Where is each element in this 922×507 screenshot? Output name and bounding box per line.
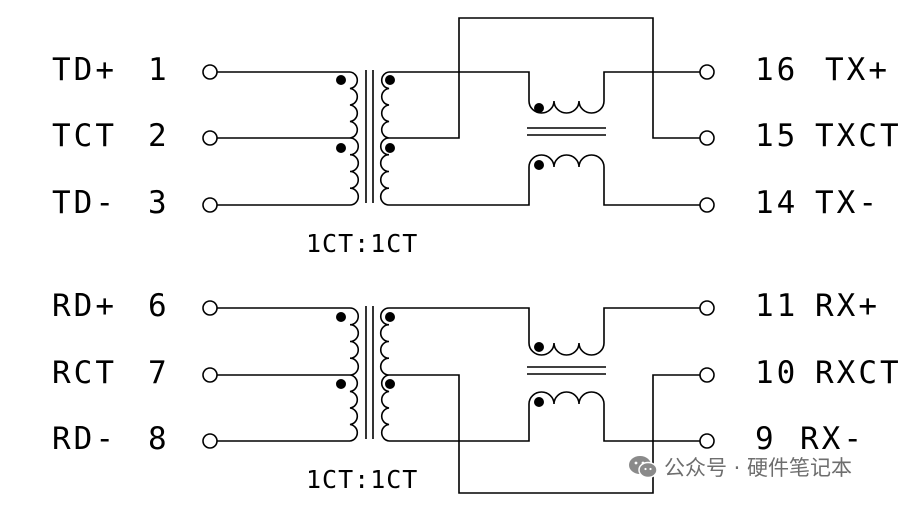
pin-label-rd-minus: RD- xyxy=(52,421,117,457)
pin-number-2: 2 xyxy=(148,118,170,154)
terminal-8 xyxy=(202,433,218,449)
turns-ratio-label: 1CT:1CT xyxy=(306,229,418,258)
terminal-10 xyxy=(699,367,715,383)
terminal-1 xyxy=(202,64,218,80)
pin-number-3: 3 xyxy=(148,185,170,221)
pin-label-rct: RCT xyxy=(52,355,117,391)
watermark-text: 公众号 · 硬件笔记本 xyxy=(664,456,853,480)
pin-label-tx-minus: TX- xyxy=(815,185,880,221)
terminal-14 xyxy=(699,197,715,213)
wire-secondary-bottom xyxy=(389,167,530,206)
pin-number-1: 1 xyxy=(148,52,170,88)
choke-coil-bottom xyxy=(528,154,605,168)
pin-label-rx-plus: RX+ xyxy=(815,288,880,324)
pin-label-td-plus: TD+ xyxy=(52,52,117,88)
polarity-dot xyxy=(336,379,346,389)
pin-label-txct: TXCT xyxy=(815,118,902,154)
wire-tx-minus xyxy=(603,167,700,206)
pin-label-td-minus: TD- xyxy=(52,185,117,221)
polarity-dot xyxy=(336,143,346,153)
terminal-3 xyxy=(202,197,218,213)
pin-number-14: 14 xyxy=(755,185,798,221)
polarity-dot xyxy=(534,160,544,170)
watermark: 公众号 · 硬件笔记本 xyxy=(628,452,852,482)
primary-coil xyxy=(349,307,360,442)
terminal-7 xyxy=(202,367,218,383)
pin-label-tct: TCT xyxy=(52,118,117,154)
pin-number-11: 11 xyxy=(755,288,798,324)
secondary-coil xyxy=(379,71,390,206)
wire-secondary-top xyxy=(389,307,530,343)
pin-label-rx-minus: RX- xyxy=(800,421,865,457)
terminal-2 xyxy=(202,130,218,146)
terminal-15 xyxy=(699,130,715,146)
polarity-dot xyxy=(385,75,395,85)
pin-label-tx-plus: TX+ xyxy=(825,52,890,88)
polarity-dot xyxy=(534,397,544,407)
pin-number-10: 10 xyxy=(755,355,798,391)
wire-tx-plus xyxy=(603,71,700,101)
secondary-coil xyxy=(379,307,390,442)
pin-number-15: 15 xyxy=(755,118,798,154)
wire-secondary-bottom xyxy=(389,404,530,442)
pin-label-rxct: RXCT xyxy=(815,355,902,391)
pin-number-9: 9 xyxy=(755,421,777,457)
pin-number-16: 16 xyxy=(755,52,798,88)
polarity-dot xyxy=(534,103,544,113)
choke-coil-top xyxy=(528,342,605,356)
terminal-9 xyxy=(699,433,715,449)
polarity-dot xyxy=(534,342,544,352)
turns-ratio-label: 1CT:1CT xyxy=(306,465,418,494)
terminal-16 xyxy=(699,64,715,80)
terminal-6 xyxy=(202,300,218,316)
pin-number-6: 6 xyxy=(148,288,170,324)
wire-rx-minus xyxy=(603,404,700,442)
polarity-dot xyxy=(336,312,346,322)
wire-secondary-top xyxy=(389,71,530,101)
pin-number-7: 7 xyxy=(148,355,170,391)
wechat-icon xyxy=(629,456,658,479)
pin-label-rd-plus: RD+ xyxy=(52,288,117,324)
primary-coil xyxy=(349,71,360,206)
wire-center-tap xyxy=(389,374,700,494)
polarity-dot xyxy=(336,75,346,85)
wire-center-tap xyxy=(389,17,700,139)
polarity-dot xyxy=(385,312,395,322)
tx-transformer: TD+ 1 TCT 2 TD- 3 xyxy=(52,17,902,258)
polarity-dot xyxy=(385,143,395,153)
terminal-11 xyxy=(699,300,715,316)
pin-number-8: 8 xyxy=(148,421,170,457)
polarity-dot xyxy=(385,379,395,389)
choke-coil-bottom xyxy=(528,391,605,405)
choke-coil-top xyxy=(528,100,605,114)
wire-rx-plus xyxy=(603,307,700,343)
rx-transformer: RD+ 6 RCT 7 RD- 8 xyxy=(52,288,902,494)
